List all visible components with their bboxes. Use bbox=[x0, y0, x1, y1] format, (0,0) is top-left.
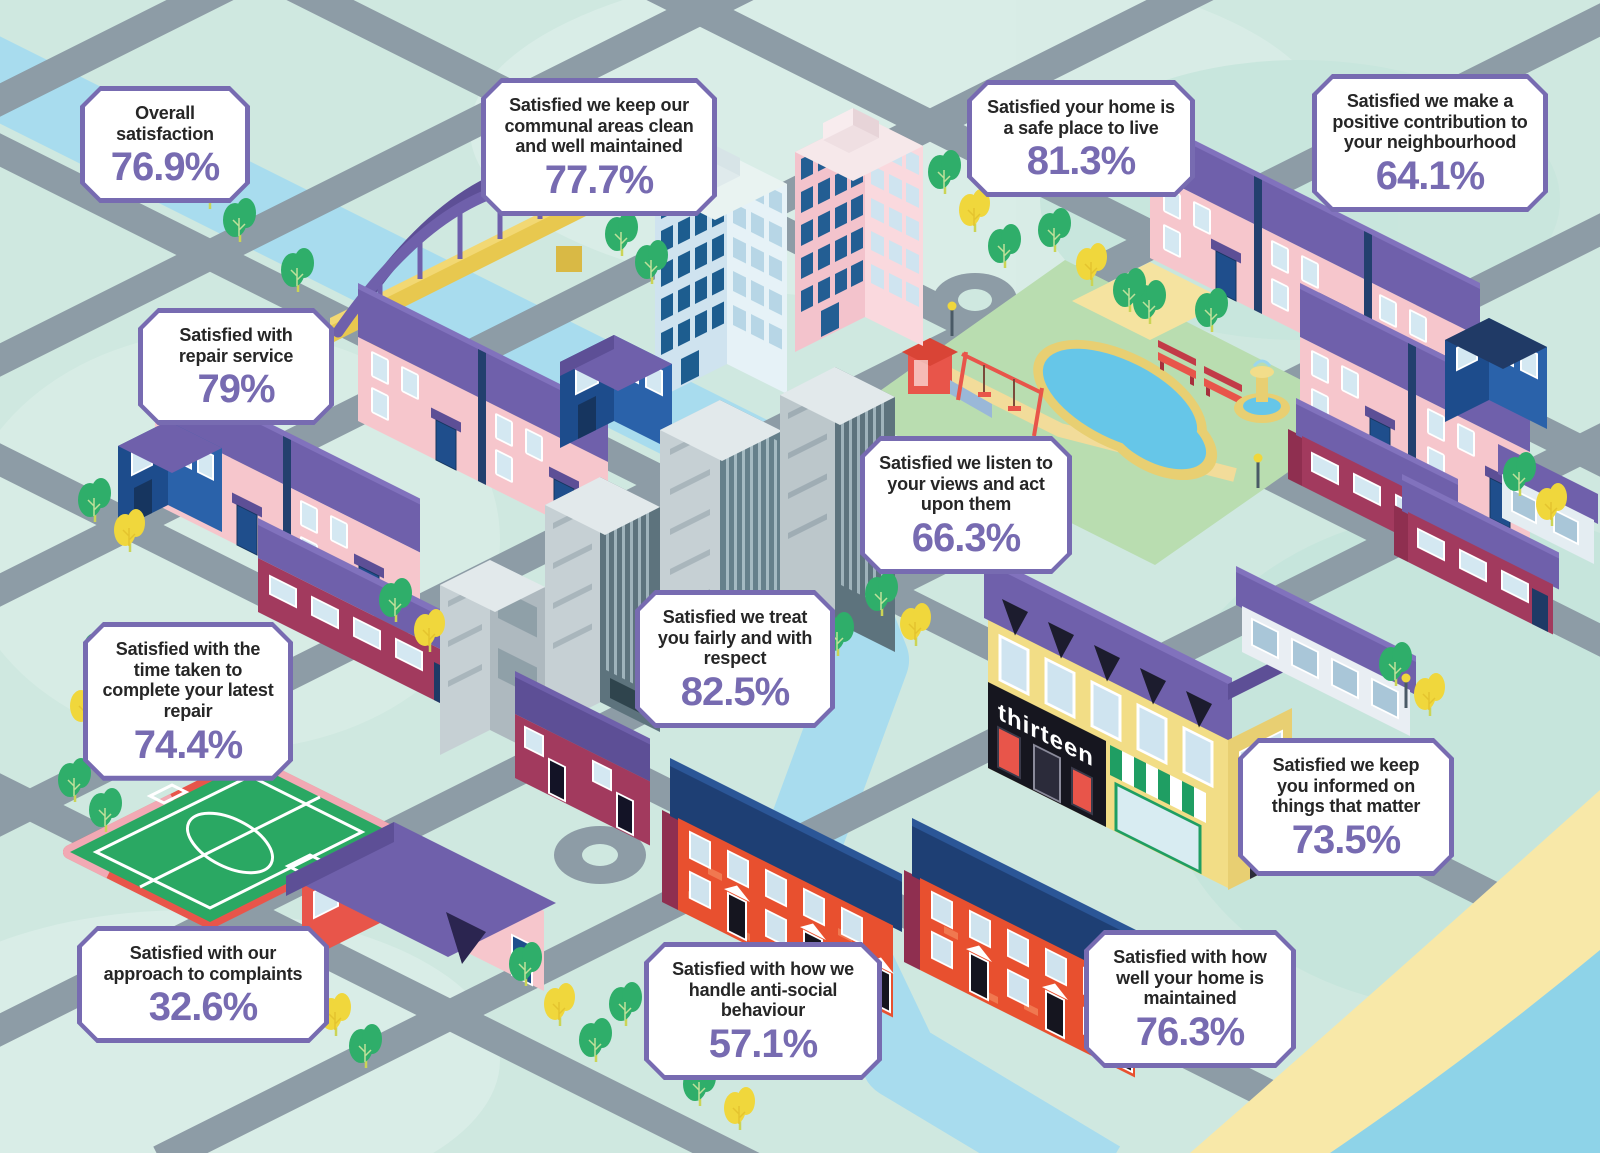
park bbox=[850, 260, 1370, 565]
park-fountain bbox=[1234, 359, 1290, 423]
tower-pink bbox=[795, 108, 923, 352]
stat-label: Satisfied we treat you fairly and with r… bbox=[657, 607, 813, 669]
stat-value: 79% bbox=[197, 367, 275, 412]
park-benches bbox=[1158, 340, 1242, 412]
shop-awning bbox=[1110, 744, 1206, 823]
stat-callout-safe-home: Satisfied your home is a safe place to l… bbox=[967, 80, 1195, 197]
stat-value: 77.7% bbox=[544, 158, 654, 203]
house-blue-right-edge bbox=[1445, 318, 1547, 429]
bungalow-pink-pitch bbox=[286, 822, 556, 991]
stat-callout-keep-informed: Satisfied we keep you informed on things… bbox=[1238, 738, 1454, 876]
terrace-row-left-1 bbox=[358, 283, 608, 546]
stat-callout-treat-fairly: Satisfied we treat you fairly and with r… bbox=[635, 590, 835, 728]
stat-label: Satisfied we keep our communal areas cle… bbox=[504, 95, 694, 157]
stat-value: 76.9% bbox=[110, 145, 220, 190]
shop-roof bbox=[984, 554, 1232, 742]
house-blue-gable-2 bbox=[118, 421, 222, 532]
bungalow-light bbox=[1236, 566, 1416, 736]
stat-callout-complaints-approach: Satisfied with our approach to complaint… bbox=[77, 926, 329, 1043]
stat-value: 81.3% bbox=[1026, 139, 1136, 184]
tower-blocks bbox=[655, 108, 923, 400]
stat-callout-home-maintained: Satisfied with how well your home is mai… bbox=[1084, 930, 1296, 1068]
stat-value: 76.3% bbox=[1135, 1010, 1245, 1055]
stat-value: 74.4% bbox=[133, 722, 243, 767]
tower-blue bbox=[655, 145, 787, 400]
stat-callout-anti-social-behaviour: Satisfied with how we handle anti-social… bbox=[644, 942, 882, 1080]
stat-label: Satisfied we make a positive contributio… bbox=[1332, 91, 1528, 153]
stat-label: Satisfied with how well your home is mai… bbox=[1113, 947, 1267, 1009]
stat-value: 82.5% bbox=[680, 670, 790, 715]
park-pond bbox=[1033, 339, 1218, 481]
stat-label: Satisfied we keep you informed on things… bbox=[1271, 755, 1421, 817]
stat-callout-repair-service: Satisfied with repair service 79% bbox=[138, 308, 334, 425]
stat-callout-repair-time: Satisfied with the time taken to complet… bbox=[83, 622, 293, 781]
stat-value: 64.1% bbox=[1375, 154, 1485, 199]
house-blue-gable-1 bbox=[560, 335, 672, 450]
stat-value: 32.6% bbox=[148, 985, 258, 1030]
stat-callout-listen-to-views: Satisfied we listen to your views and ac… bbox=[860, 436, 1072, 574]
stat-label: Overall satisfaction bbox=[116, 103, 214, 144]
roundabout-south bbox=[554, 826, 646, 884]
stat-label: Satisfied with the time taken to complet… bbox=[102, 639, 274, 722]
sea bbox=[1330, 950, 1600, 1153]
stat-callout-communal-areas: Satisfied we keep our communal areas cle… bbox=[481, 78, 717, 216]
stat-label: Satisfied with repair service bbox=[178, 325, 294, 366]
stat-label: Satisfied with our approach to complaint… bbox=[103, 943, 303, 984]
stat-label: Satisfied with how we handle anti-social… bbox=[672, 959, 854, 1021]
stat-value: 66.3% bbox=[911, 516, 1021, 561]
stat-label: Satisfied we listen to your views and ac… bbox=[879, 453, 1053, 515]
stat-value: 73.5% bbox=[1291, 818, 1401, 863]
houses-maroon-center bbox=[515, 671, 650, 846]
football-pitch bbox=[63, 755, 397, 929]
playground bbox=[902, 338, 1044, 437]
stat-label: Satisfied your home is a safe place to l… bbox=[987, 97, 1175, 138]
office-slab bbox=[545, 477, 660, 732]
stat-callout-positive-contribution: Satisfied we make a positive contributio… bbox=[1312, 74, 1548, 212]
stat-callout-overall-satisfaction: Overall satisfaction 76.9% bbox=[80, 86, 250, 203]
bungalow-maroon-2 bbox=[1394, 474, 1559, 635]
stat-value: 57.1% bbox=[708, 1022, 818, 1067]
